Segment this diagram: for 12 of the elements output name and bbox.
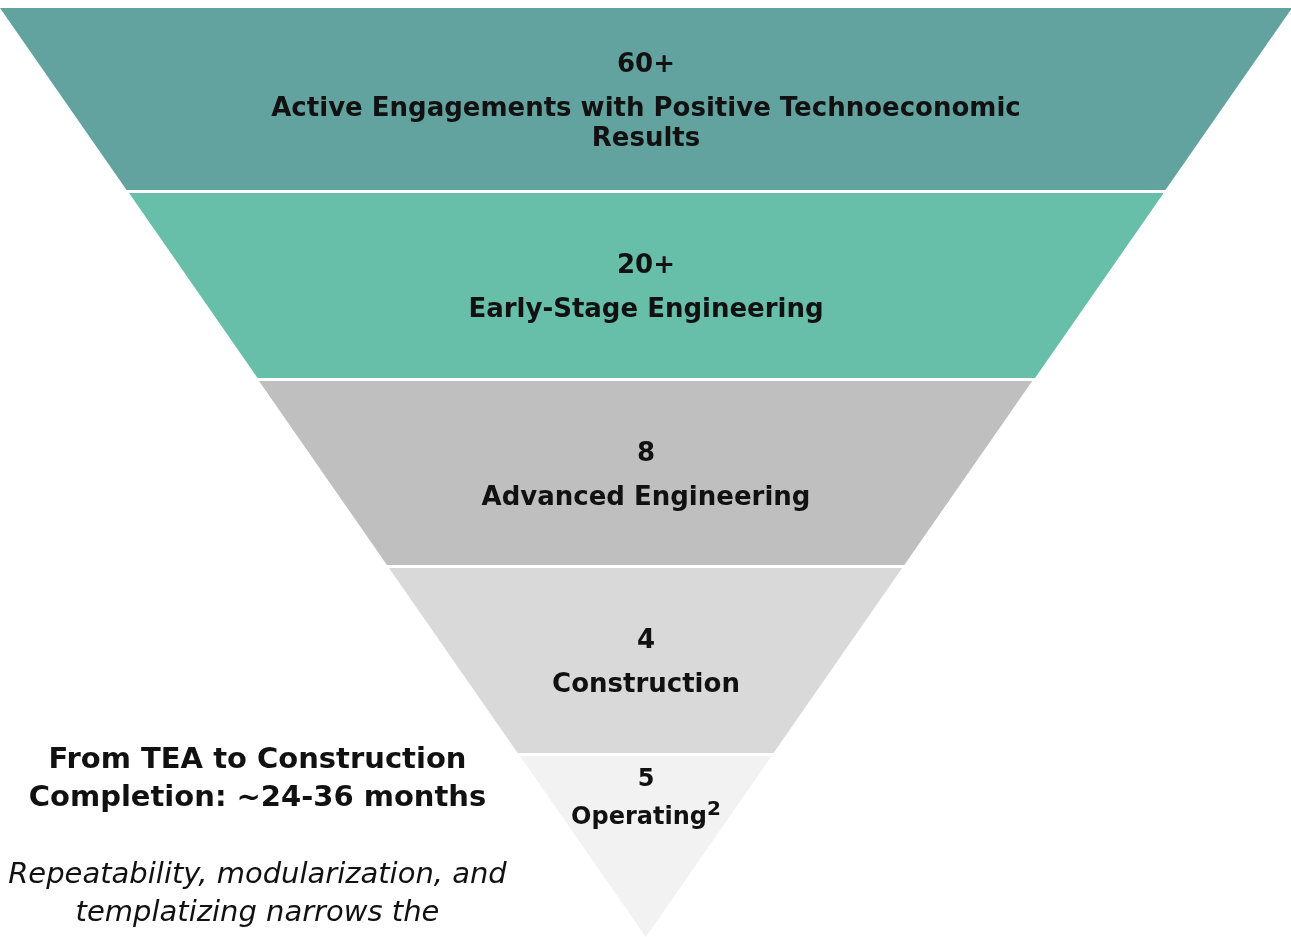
count-number: 20+ [617,249,675,279]
count-number: 60+ [617,48,675,78]
count-number: 4 [636,624,656,654]
stage-label: Operating$^{2}$ [571,796,721,830]
note-text: Repeatability, modularization, and templatizing narrows the [7,855,508,930]
timeline-note: From TEA to Construction Completion: ~24-36 months [27,740,488,815]
stage-label: Construction [552,668,740,698]
count-number: 5 [637,764,655,792]
stage-label: Active Engagements with Positive Technoeconomic Results [270,92,1022,152]
count-number: 8 [636,437,656,467]
stage-label: Early-Stage Engineering [468,293,824,323]
stage-label: Advanced Engineering [481,481,811,511]
